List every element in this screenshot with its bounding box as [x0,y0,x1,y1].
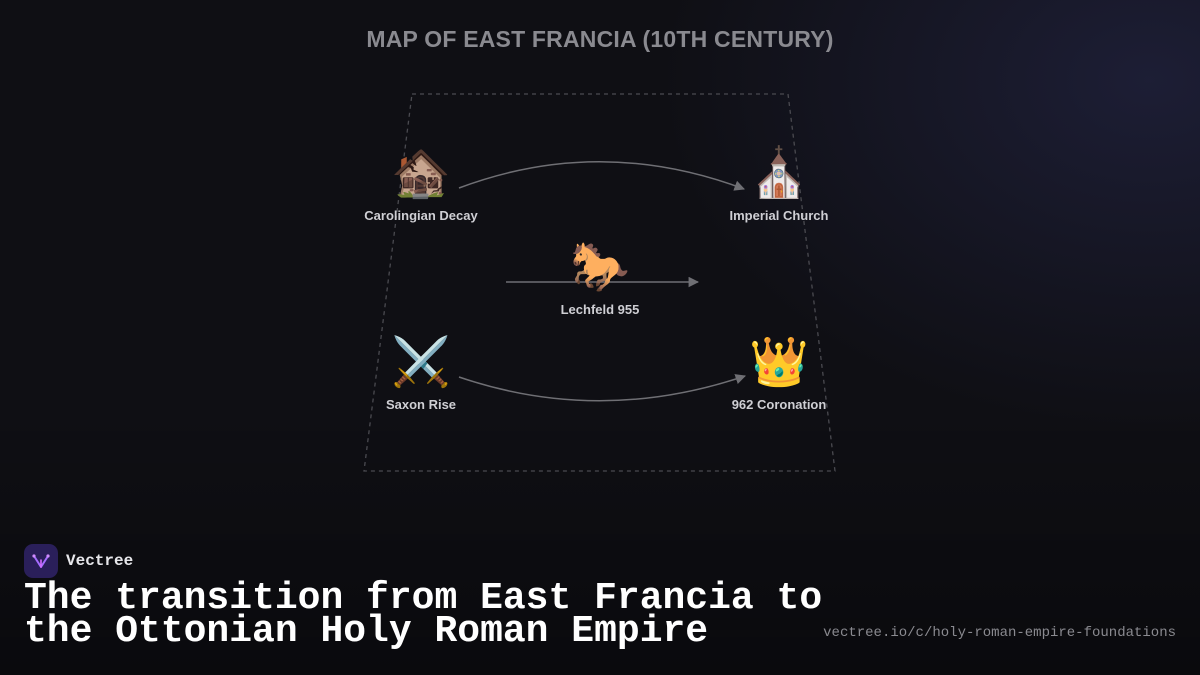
node-label: Carolingian Decay [364,208,478,223]
edge-carolingian-to-church [458,161,745,191]
crossed-swords-icon: ⚔️ [391,336,451,389]
node-label: Saxon Rise [385,397,457,412]
crown-icon: 👑 [749,336,809,389]
derelict-house-icon: 🏚️ [391,147,451,200]
node-962-coronation: 👑 962 Coronation [699,335,859,412]
headline: The transition from East Francia to the … [24,577,823,653]
node-label: 962 Coronation [731,397,827,412]
node-lechfeld-955: 🐎 Lechfeld 955 [520,240,680,317]
diagram-title: MAP OF EAST FRANCIA (10TH CENTURY) [366,26,834,52]
territory-outline [363,93,836,472]
node-imperial-church: ⛪ Imperial Church [699,146,859,223]
node-saxon-rise: ⚔️ Saxon Rise [341,335,501,412]
node-label: Imperial Church [729,208,829,223]
node-carolingian-decay: 🏚️ Carolingian Decay [341,146,501,223]
edge-saxon-to-coronation [458,374,746,402]
brand[interactable]: Vectree [24,544,133,578]
brand-name: Vectree [66,552,134,570]
vectree-logo-icon [24,544,58,578]
horse-icon: 🐎 [570,241,630,294]
source-url[interactable]: vectree.io/c/holy-roman-empire-foundatio… [823,625,1176,641]
church-icon: ⛪ [749,147,809,200]
node-label: Lechfeld 955 [560,302,640,317]
